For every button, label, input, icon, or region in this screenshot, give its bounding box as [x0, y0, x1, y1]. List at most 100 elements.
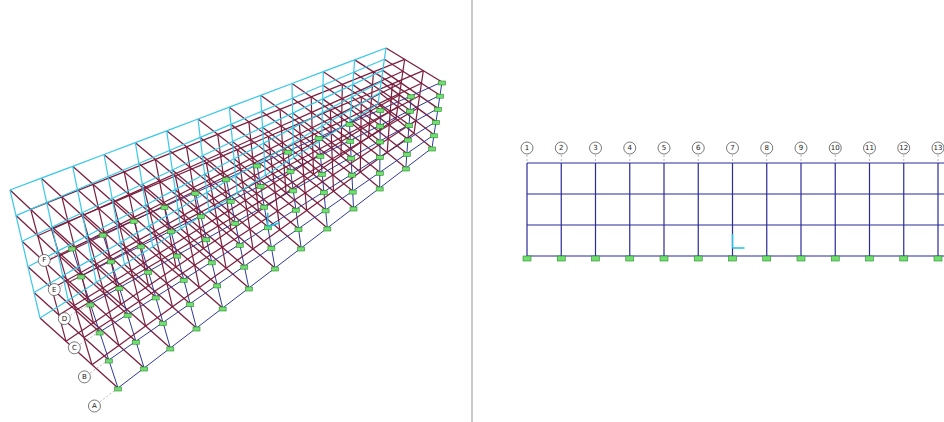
beam	[120, 226, 149, 243]
grid-leader-line	[527, 155, 528, 163]
fixed-support	[592, 256, 600, 261]
beam	[253, 230, 280, 249]
grid-label: A	[84, 400, 104, 412]
grid-label: 2	[551, 142, 571, 154]
beam	[116, 221, 120, 243]
beam	[207, 176, 236, 193]
grid-label: 7	[723, 142, 743, 154]
beam	[170, 137, 201, 150]
beam	[190, 243, 195, 265]
beam	[291, 84, 292, 99]
beam	[350, 104, 378, 122]
beam	[389, 108, 418, 125]
beam	[112, 301, 140, 319]
beam	[178, 209, 181, 229]
beam	[352, 82, 381, 97]
fixed-support	[261, 205, 268, 209]
beam	[185, 205, 214, 221]
column-line	[869, 163, 870, 256]
ground-grid-line	[72, 248, 81, 276]
frame-elevation-view	[523, 163, 944, 261]
beam	[222, 229, 250, 247]
ground-grid-line	[235, 206, 264, 222]
beam	[198, 107, 229, 119]
grid-label: 11	[860, 142, 880, 154]
beam	[87, 280, 115, 297]
fixed-support	[315, 136, 322, 140]
column-line	[766, 163, 767, 256]
beam	[273, 158, 302, 174]
fixed-support	[377, 140, 384, 144]
fixed-support	[347, 139, 354, 143]
beam	[391, 84, 392, 98]
beam	[260, 95, 262, 111]
beam	[322, 99, 324, 113]
fixed-support	[557, 256, 565, 261]
column-line	[903, 163, 904, 256]
fixed-support	[934, 256, 942, 261]
axis-triad	[268, 223, 280, 227]
beam	[41, 166, 72, 178]
beam	[373, 72, 374, 85]
fixed-support	[407, 109, 414, 113]
beam	[125, 247, 153, 265]
beam	[293, 99, 323, 113]
beam	[119, 326, 146, 345]
fixed-support	[241, 265, 248, 269]
beam	[164, 188, 194, 203]
beam	[200, 124, 231, 137]
beam	[52, 227, 57, 251]
fixed-support	[138, 245, 145, 249]
grid-leader-line	[90, 360, 109, 373]
beam	[153, 229, 181, 247]
column	[386, 48, 442, 82]
beam	[263, 113, 293, 127]
fixed-support	[377, 109, 384, 113]
fixed-support	[763, 256, 771, 261]
beam	[139, 240, 144, 263]
beam	[178, 193, 207, 210]
beam	[195, 247, 223, 265]
column	[40, 318, 118, 388]
beam	[369, 119, 397, 138]
beam	[292, 98, 294, 113]
frame-3d-view	[10, 48, 944, 412]
fixed-support	[245, 287, 252, 291]
beam	[96, 265, 124, 283]
beam	[139, 150, 170, 163]
beam	[92, 259, 97, 282]
beam	[87, 236, 92, 259]
beam	[82, 199, 112, 213]
column	[22, 241, 90, 304]
ground-grid-line	[136, 322, 163, 341]
beam	[232, 127, 262, 141]
beam	[284, 159, 285, 176]
beam	[218, 134, 221, 153]
beam	[226, 176, 255, 192]
beam	[234, 143, 263, 158]
beam	[121, 286, 149, 305]
beam	[369, 124, 370, 137]
beam	[384, 48, 386, 59]
beam	[142, 170, 172, 184]
column-line	[835, 163, 836, 256]
beam	[195, 265, 200, 287]
beam	[353, 60, 355, 72]
beam	[77, 190, 82, 213]
grid-leader-line	[801, 155, 802, 163]
beam	[257, 194, 259, 212]
beam	[94, 304, 122, 323]
fixed-support	[272, 267, 279, 271]
beam	[293, 112, 322, 127]
beam	[311, 112, 313, 128]
axis-triad	[733, 247, 745, 249]
beam	[275, 192, 277, 211]
beam	[322, 72, 324, 86]
beam	[380, 82, 382, 93]
beam	[321, 112, 323, 126]
column	[125, 265, 197, 329]
beam	[205, 174, 207, 192]
beam	[234, 159, 236, 176]
column	[68, 300, 144, 368]
beam	[146, 190, 175, 205]
